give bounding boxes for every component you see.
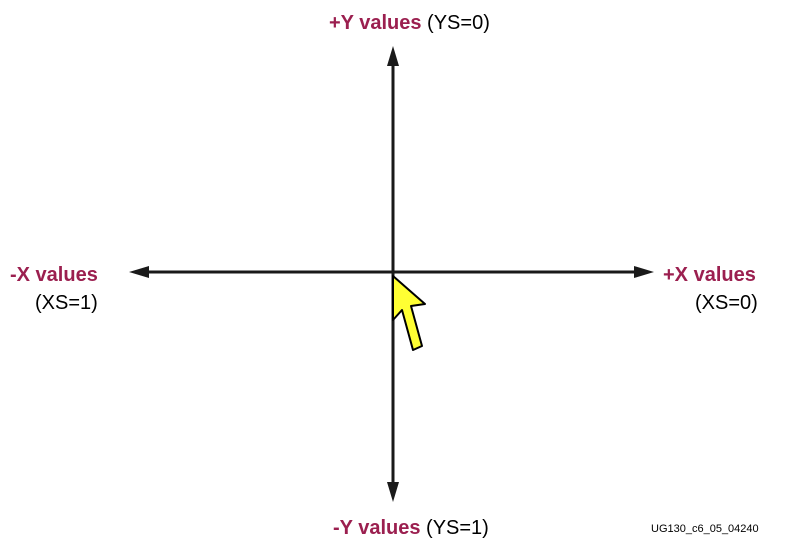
right-axis-title: +X values	[663, 264, 756, 286]
left-axis-detail: (XS=1)	[35, 292, 98, 314]
left-axis-title: -X values	[10, 264, 98, 286]
x-axis-right-arrowhead	[634, 266, 654, 278]
x-axis-left-arrowhead	[129, 266, 149, 278]
top-axis-title: +Y values	[329, 12, 422, 34]
mouse-pointer-arrow-icon	[392, 275, 426, 351]
top-axis-label: +Y values (YS=0)	[329, 12, 490, 34]
figure-id: UG130_c6_05_04240	[651, 523, 759, 535]
right-axis-detail: (XS=0)	[695, 292, 758, 314]
top-axis-detail: (YS=0)	[427, 12, 490, 34]
y-axis-down-arrowhead	[387, 482, 399, 502]
bottom-axis-label: -Y values (YS=1)	[333, 517, 489, 539]
bottom-axis-detail: (YS=1)	[426, 517, 489, 539]
y-axis-up-arrowhead	[387, 46, 399, 66]
bottom-axis-title: -Y values	[333, 517, 421, 539]
